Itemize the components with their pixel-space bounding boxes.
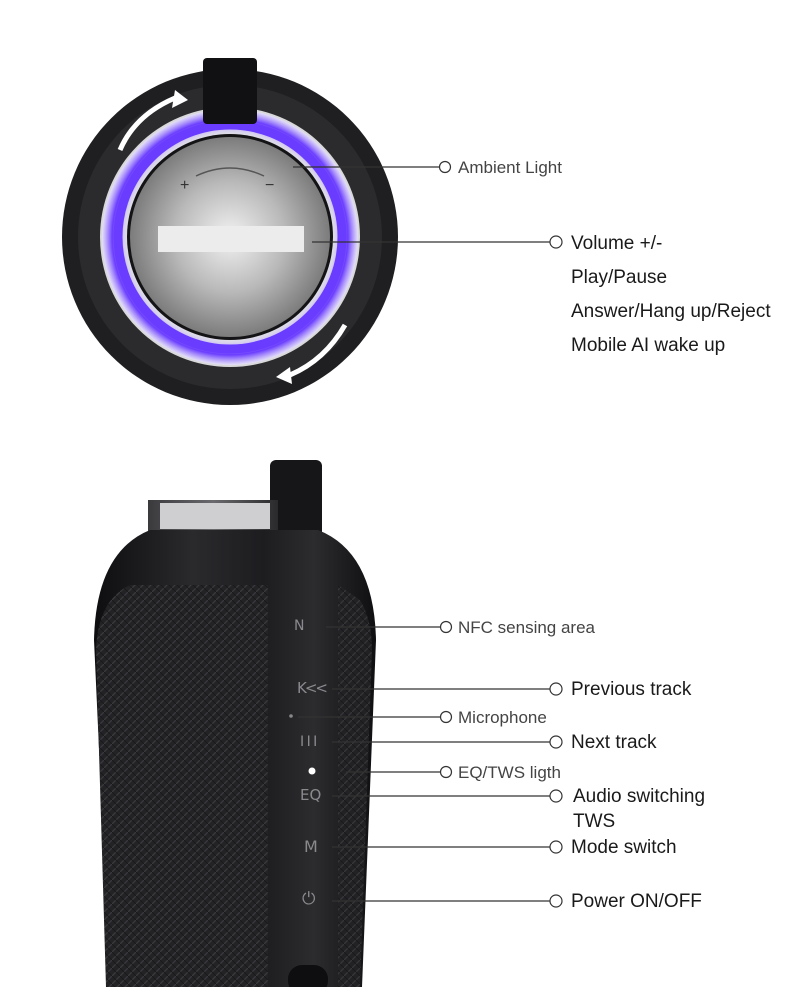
audio-switching-label: Audio switching — [573, 786, 706, 807]
speaker-side-view — [94, 460, 376, 987]
mode-button-icon: M — [304, 837, 318, 856]
next-track-label: Next track — [571, 732, 657, 753]
ambient-light-inner — [113, 120, 347, 354]
fabric-grille — [96, 585, 268, 987]
power-label: Power ON/OFF — [571, 891, 702, 912]
previous-track-label: Previous track — [571, 679, 692, 700]
top-cap-slot — [158, 226, 304, 252]
microphone-label: Microphone — [458, 708, 547, 727]
side-callout-lines — [298, 620, 563, 908]
eq-indicator-light — [308, 767, 316, 775]
volume-plus-mark: + — [180, 177, 190, 194]
volume-label: Volume +/- — [571, 233, 663, 254]
volume-minus-mark: − — [265, 177, 275, 194]
nfc-label: NFC sensing area — [458, 618, 596, 637]
answer-label: Answer/Hang up/Reject — [571, 301, 771, 322]
power-icon: ⏻ — [302, 889, 316, 909]
speaker-top-view — [62, 58, 398, 405]
eq-button-icon: EQ — [300, 786, 322, 804]
top-callout-lines — [293, 160, 563, 249]
nfc-icon: N — [294, 618, 305, 634]
play-pause-label: Play/Pause — [571, 267, 668, 288]
ambient-light-label: Ambient Light — [458, 158, 562, 177]
tws-label: TWS — [573, 811, 616, 832]
mobile-ai-label: Mobile AI wake up — [571, 335, 726, 356]
microphone-hole-icon — [289, 714, 293, 718]
next-track-icon: I I I — [300, 734, 317, 750]
volume-arc-icon — [195, 167, 265, 177]
mode-switch-label: Mode switch — [571, 837, 677, 858]
rotate-arrow-icon — [289, 323, 348, 378]
eq-light-label: EQ/TWS ligth — [458, 763, 561, 782]
rotate-arrow-icon — [117, 95, 176, 152]
top-handle-strap — [203, 58, 257, 124]
previous-track-icon: K<< — [297, 679, 328, 697]
